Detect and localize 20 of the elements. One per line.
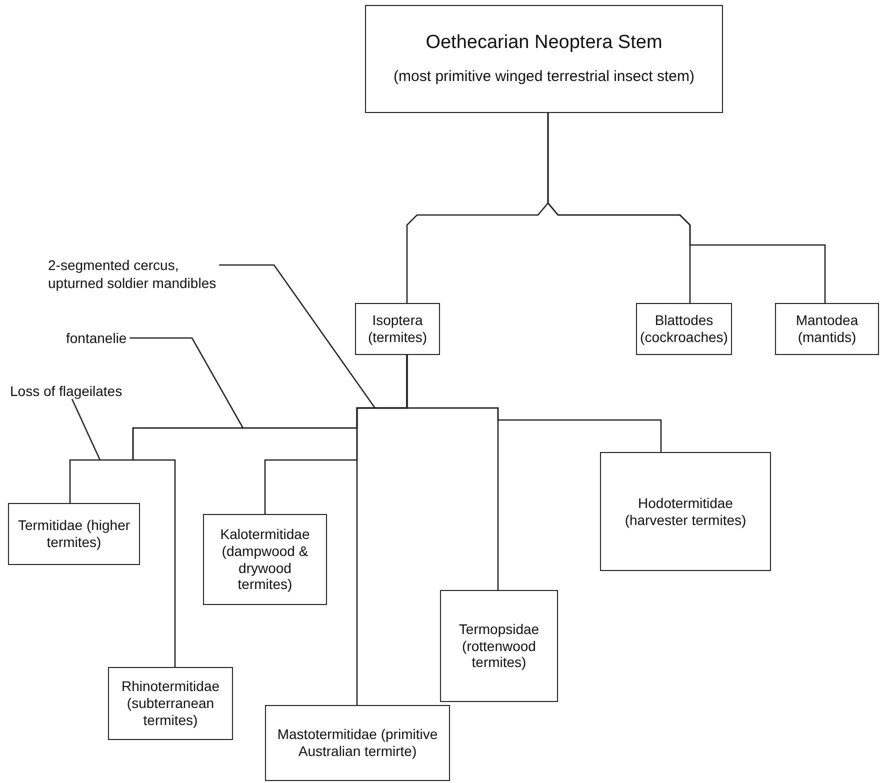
box-subtitle: (most primitive winged terrestrial insect stem) [394, 68, 694, 86]
leader-line [219, 264, 376, 408]
leader-line [130, 337, 244, 428]
trait-label: 2-segmented cercus, upturned soldier mandibles [48, 256, 226, 292]
taxon-box: Mantodea (mantids) [775, 303, 879, 355]
taxon-box: Mastotermitidae (primitive Australian termirte) [265, 705, 450, 781]
taxon-box: Kalotermitidae (dampwood & drywood termites) [203, 514, 327, 605]
branch-line [547, 113, 826, 303]
branch-line [132, 355, 408, 667]
trait-label: Loss of flageilates [10, 382, 150, 400]
taxon-box: Termopsidae (rottenwood termites) [440, 590, 558, 702]
taxon-box: Isoptera (termites) [355, 303, 440, 355]
trait-label: fontanelie [66, 329, 138, 348]
taxon-box: Rhinotermitidae (subterranean termites) [108, 667, 233, 740]
leader-line [71, 398, 101, 460]
stem-box [365, 5, 723, 113]
taxon-box: Termitidae (higher termites) [8, 503, 140, 565]
taxon-box: Blattodes (cockroaches) [636, 303, 732, 355]
box-title: Oethecarian Neoptera Stem [426, 32, 662, 54]
taxon-box: Hodotermitidae (harvester termites) [600, 452, 771, 571]
